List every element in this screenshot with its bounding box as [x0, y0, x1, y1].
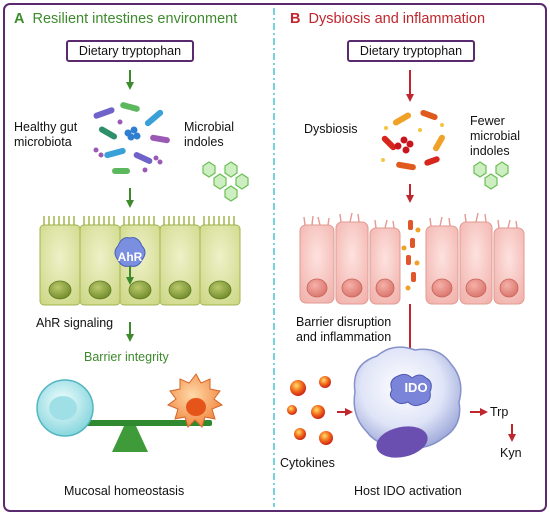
host-ido-label: Host IDO activation: [354, 484, 462, 498]
panel-a-tryptophan-box: Dietary tryptophan: [66, 40, 194, 62]
healthy-microbiota-label: Healthy gut microbiota: [14, 120, 78, 149]
dysbiosis-label: Dysbiosis: [304, 122, 358, 136]
frame: [3, 3, 547, 512]
cytokines-graphic: [287, 376, 333, 445]
panel-b-letter: B: [290, 11, 301, 27]
microbial-indoles-label: Microbial indoles: [184, 120, 235, 149]
ido-immune-cell-graphic: [353, 346, 462, 458]
healthy-epithelium-graphic: [39, 216, 241, 306]
homeostasis-balance-graphic: [36, 373, 224, 452]
dysbiosis-graphic: [381, 109, 445, 171]
ahr-receptor: [114, 237, 146, 267]
kyn-label: Kyn: [500, 446, 522, 460]
healthy-microbiota-graphic: [93, 102, 170, 174]
fewer-indoles-hexagons: [473, 161, 509, 190]
panel-a-letter: A: [14, 11, 25, 27]
indoles-hexagons: [202, 161, 249, 202]
panel-b-tryptophan-box: Dietary tryptophan: [347, 40, 475, 62]
cytokines-label: Cytokines: [280, 456, 335, 470]
fewer-indoles-label: Fewer microbial indoles: [470, 114, 521, 158]
barrier-disruption-label: Barrier disruption and inflammation: [296, 315, 392, 344]
disrupted-epithelium-graphic: [299, 212, 525, 305]
ahr-signaling-label: AhR signaling: [36, 316, 114, 330]
panel-b-header: B Dysbiosis and inflammation: [290, 12, 485, 27]
panel-a-header: A Resilient intestines environment: [14, 12, 237, 27]
trp-label: Trp: [490, 405, 509, 419]
barrier-integrity-label: Barrier integrity: [84, 350, 169, 364]
ido-label: IDO: [404, 380, 428, 395]
ahr-label: AhR: [117, 250, 143, 264]
mucosal-homeostasis-label: Mucosal homeostasis: [64, 484, 185, 498]
panel-a-title: Resilient intestines environment: [32, 11, 238, 27]
panel-b-title: Dysbiosis and inflammation: [308, 11, 486, 27]
